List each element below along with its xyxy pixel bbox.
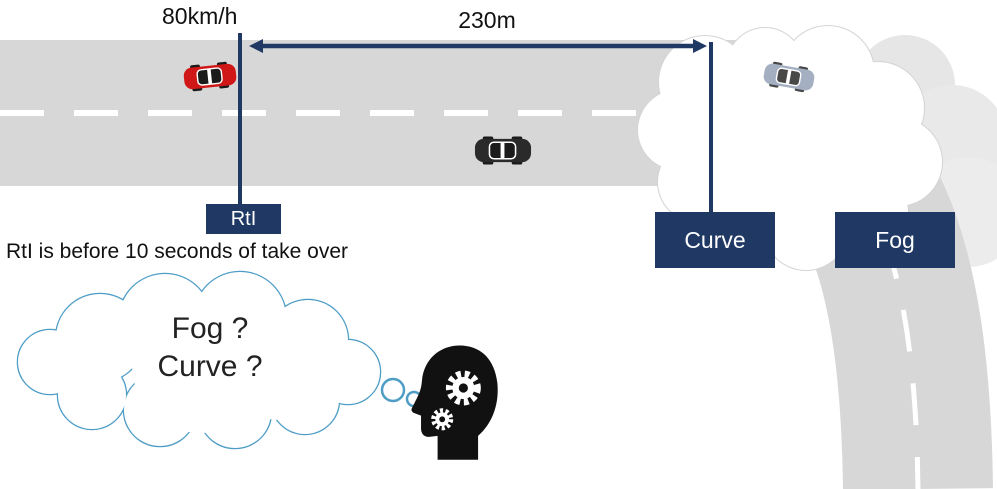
fog-cloud-fill [638, 26, 942, 270]
thought-line-1: Fog ? [171, 312, 249, 345]
distance-label: 230m [458, 7, 516, 33]
arrowhead-left [249, 39, 263, 53]
measurement-overlay [238, 33, 713, 214]
speed-label: 80km/h [162, 3, 238, 29]
lead-car-icon [474, 136, 532, 165]
thought-text: Fog ? Curve ? [70, 310, 350, 385]
lane-marking [0, 110, 706, 116]
head-gears-icon [411, 345, 498, 460]
gear-icon-small [431, 408, 454, 431]
red-car-icon [182, 60, 239, 93]
fog-badge: Fog [835, 212, 955, 268]
caption-text: RtI is before 10 seconds of take over [6, 240, 349, 263]
thought-cloud-fill [18, 272, 380, 448]
arrowhead-right [693, 39, 707, 53]
gear-icon-large [445, 370, 481, 406]
curve-lane-marking [739, 109, 921, 489]
curve-badge: Curve [655, 212, 775, 268]
thought-line-2: Curve ? [157, 349, 263, 383]
rti-badge: RtI [206, 204, 281, 234]
